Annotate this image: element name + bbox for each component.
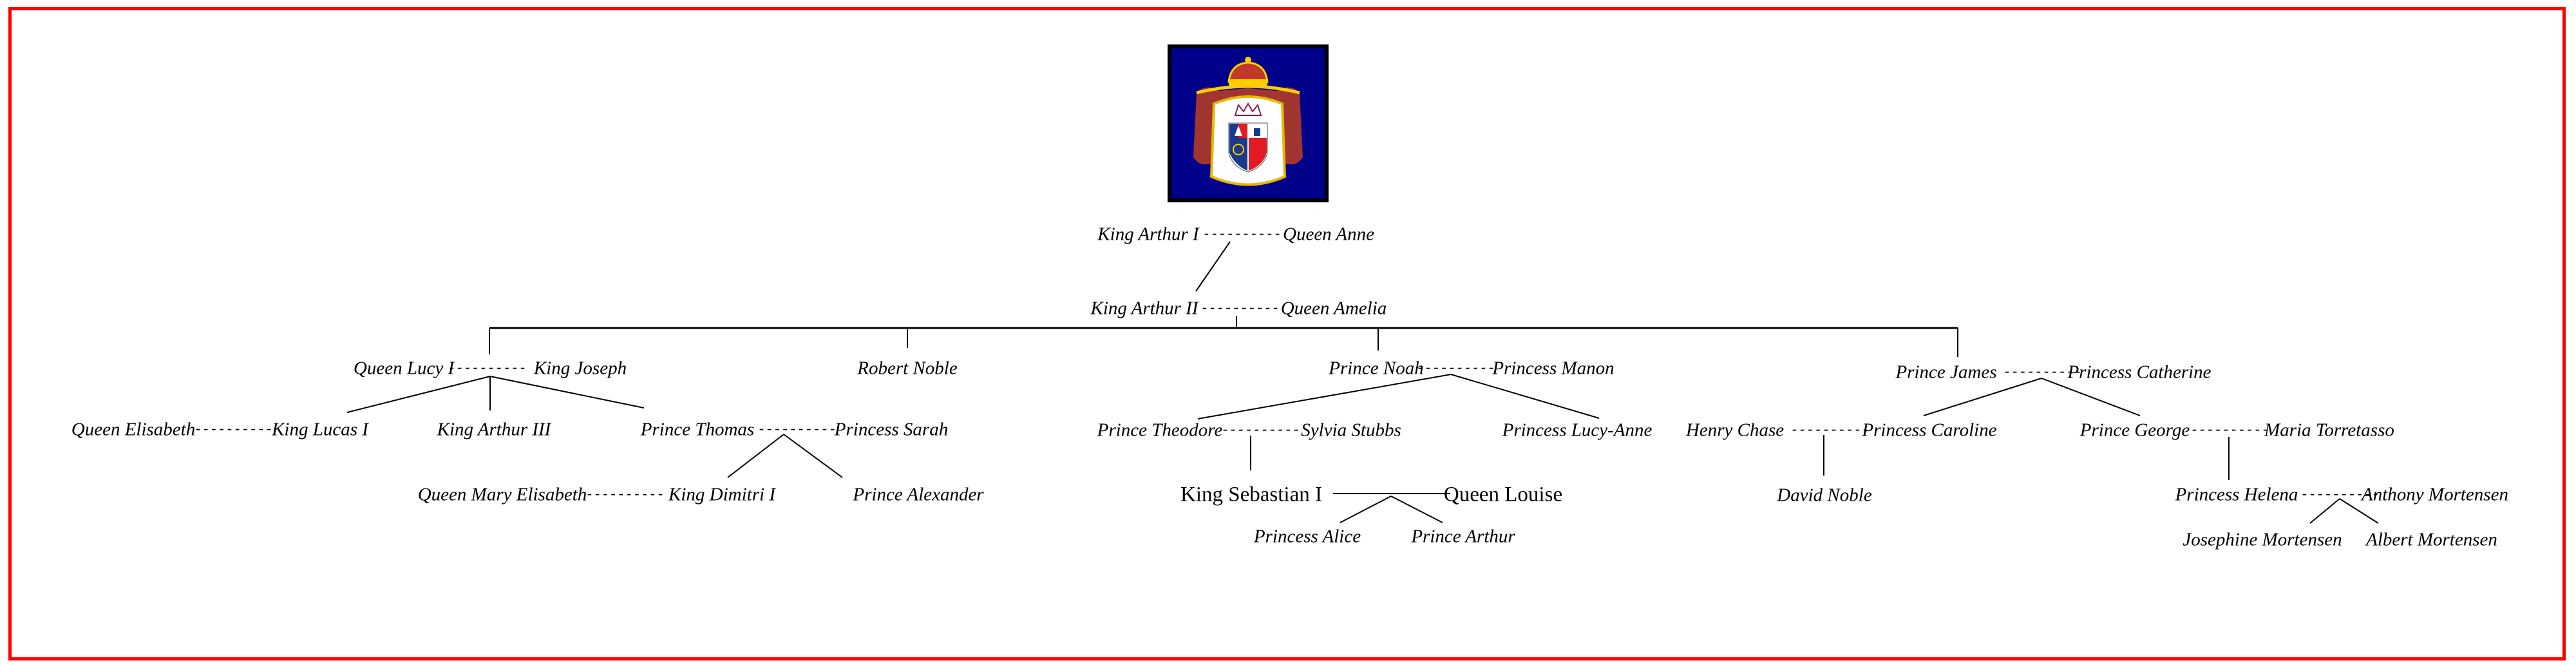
marriage-dash: ---------- — [585, 486, 665, 503]
marriage-dash: ---------- — [1200, 300, 1280, 316]
person-princess-manon[interactable]: Princess Manon — [1492, 358, 1615, 379]
person-henry-chase[interactable]: Henry Chase — [1685, 419, 1785, 441]
person-prince-theodore[interactable]: Prince Theodore — [1097, 419, 1223, 441]
descent-line — [1923, 378, 2042, 416]
person-king-sebastian-i[interactable]: King Sebastian I — [1180, 483, 1322, 506]
marriage-dash: ---------- — [1790, 421, 1870, 438]
marriage-dash: ---------- — [2002, 363, 2082, 380]
person-queen-lucy-i[interactable]: Queen Lucy I — [353, 358, 455, 379]
person-queen-elisabeth[interactable]: Queen Elisabeth — [71, 419, 196, 440]
descent-line — [2339, 498, 2379, 524]
descent-line — [1450, 374, 1600, 419]
person-david-noble[interactable]: David Noble — [1777, 485, 1872, 506]
marriage-dash: ---------- — [1220, 421, 1300, 438]
person-queen-anne[interactable]: Queen Anne — [1283, 224, 1374, 245]
person-prince-alexander[interactable]: Prince Alexander — [853, 484, 984, 505]
descent-line — [783, 434, 843, 478]
person-prince-thomas[interactable]: Prince Thomas — [640, 419, 755, 440]
person-princess-caroline[interactable]: Princess Caroline — [1862, 419, 1997, 441]
descent-line — [2309, 498, 2340, 524]
descent-line — [1340, 496, 1392, 523]
person-king-arthur-iii[interactable]: King Arthur III — [437, 419, 551, 440]
person-princess-lucy-anne[interactable]: Princess Lucy-Anne — [1502, 419, 1653, 441]
person-princess-helena[interactable]: Princess Helena — [2175, 484, 2298, 505]
descent-line — [1195, 241, 1231, 292]
person-queen-mary-elisabeth[interactable]: Queen Mary Elisabeth — [417, 484, 587, 505]
person-anthony-mortensen[interactable]: Anthony Mortensen — [2362, 484, 2508, 505]
emblem — [1168, 44, 1329, 202]
person-prince-george[interactable]: Prince George — [2079, 419, 2190, 441]
person-prince-arthur[interactable]: Prince Arthur — [1411, 526, 1515, 547]
person-albert-mortensen[interactable]: Albert Mortensen — [2366, 529, 2497, 550]
person-princess-alice[interactable]: Princess Alice — [1253, 526, 1361, 547]
person-maria-torretasso[interactable]: Maria Torretasso — [2264, 419, 2394, 441]
person-king-dimitri-i[interactable]: King Dimitri I — [668, 484, 775, 505]
person-princess-sarah[interactable]: Princess Sarah — [834, 419, 949, 440]
person-prince-noah[interactable]: Prince Noah — [1329, 358, 1424, 379]
person-king-lucas-i[interactable]: King Lucas I — [272, 419, 368, 440]
person-king-arthur-ii[interactable]: King Arthur II — [1090, 298, 1198, 319]
marriage-dash: ---------- — [447, 360, 527, 376]
person-josephine-mortensen[interactable]: Josephine Mortensen — [2183, 529, 2342, 550]
marriage-dash: ---------- — [193, 421, 273, 438]
descent-line — [346, 376, 491, 413]
marriage-dash: ---------- — [1416, 360, 1495, 376]
marriage-dash: ---------- — [2190, 421, 2269, 438]
marriage-dash: ---------- — [2300, 486, 2380, 503]
person-queen-amelia[interactable]: Queen Amelia — [1280, 298, 1387, 319]
descent-line — [727, 434, 784, 478]
person-robert-noble[interactable]: Robert Noble — [857, 358, 958, 379]
person-sylvia-stubbs[interactable]: Sylvia Stubbs — [1301, 419, 1401, 441]
descent-line — [489, 376, 645, 409]
person-king-arthur-i[interactable]: King Arthur I — [1097, 224, 1199, 245]
diagram-frame — [8, 7, 2566, 660]
person-princess-catherine[interactable]: Princess Catherine — [2067, 361, 2211, 383]
descent-line — [2041, 378, 2141, 416]
person-queen-louise[interactable]: Queen Louise — [1443, 483, 1563, 506]
person-prince-james[interactable]: Prince James — [1895, 361, 1997, 383]
descent-line — [1197, 374, 1452, 419]
marriage-dash: ---------- — [757, 421, 837, 438]
descent-line — [1390, 496, 1443, 523]
coat-of-arms-icon — [1193, 57, 1303, 186]
marriage-dash: ---------- — [1202, 226, 1282, 242]
person-king-joseph[interactable]: King Joseph — [533, 358, 627, 379]
